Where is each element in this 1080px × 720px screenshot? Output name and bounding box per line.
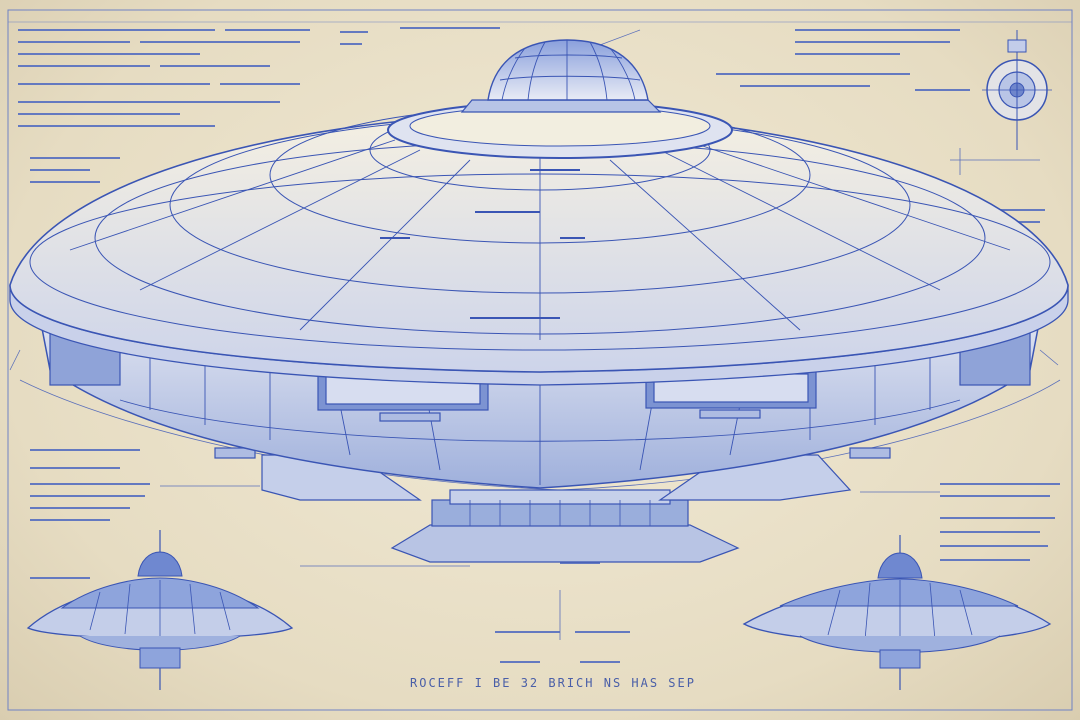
dome xyxy=(387,39,733,159)
annotation-block-right xyxy=(940,209,1060,561)
saucer-labels xyxy=(380,169,585,319)
saucer-radial-lines xyxy=(69,139,1011,340)
annotation-block-bottom xyxy=(495,562,630,663)
annotation-block-top-center xyxy=(340,27,970,91)
main-ship xyxy=(9,39,1069,563)
small-ship-left xyxy=(26,530,294,690)
upper-saucer xyxy=(9,111,1069,373)
side-pods xyxy=(214,447,891,501)
sheet-border xyxy=(7,9,1073,711)
engine-pod xyxy=(390,489,740,563)
annotation-block-top-left xyxy=(18,29,310,183)
sheet-caption: ROCEFF I BE 32 BRICH NS HAS SEP xyxy=(410,676,696,690)
small-ship-right xyxy=(742,535,1052,690)
annotation-block-left xyxy=(30,449,150,579)
detail-view-circle xyxy=(982,30,1052,150)
